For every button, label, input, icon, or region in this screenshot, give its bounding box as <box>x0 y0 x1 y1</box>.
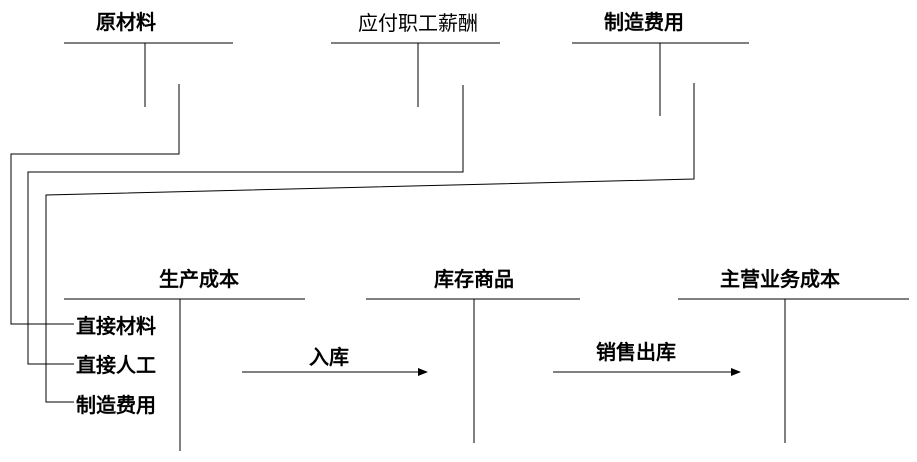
account-title-cost-of-sales: 主营业务成本 <box>720 267 840 291</box>
t-account-cost-of-sales: 主营业务成本 <box>678 267 909 443</box>
item-manufacturing-overhead: 制造费用 <box>76 393 156 417</box>
flow-into-stock: 入库 <box>242 345 428 376</box>
flow-label-sales-outbound: 销售出库 <box>596 340 676 364</box>
t-account-inventory: 库存商品 <box>366 267 580 443</box>
item-direct-labor: 直接人工 <box>76 353 156 377</box>
item-direct-materials: 直接材料 <box>76 314 156 338</box>
flow-label-into-stock: 入库 <box>309 345 349 369</box>
connector-payroll-to-direct-labor <box>27 85 464 365</box>
connector-overhead-to-overhead <box>45 83 695 403</box>
t-account-overhead: 制造费用 <box>572 10 749 116</box>
account-title-overhead: 制造费用 <box>604 10 684 34</box>
t-account-payroll: 应付职工薪酬 <box>331 11 500 107</box>
account-title-payroll: 应付职工薪酬 <box>358 11 478 35</box>
account-title-production-cost: 生产成本 <box>159 267 239 291</box>
t-account-raw-materials: 原材料 <box>64 10 233 107</box>
account-title-inventory: 库存商品 <box>434 267 514 291</box>
t-account-production-cost: 生产成本 直接材料 直接人工 制造费用 <box>64 267 305 451</box>
connector-raw-materials-to-direct-materials <box>10 84 180 325</box>
flow-sales-outbound: 销售出库 <box>553 340 741 376</box>
account-title-raw-materials: 原材料 <box>96 10 156 34</box>
